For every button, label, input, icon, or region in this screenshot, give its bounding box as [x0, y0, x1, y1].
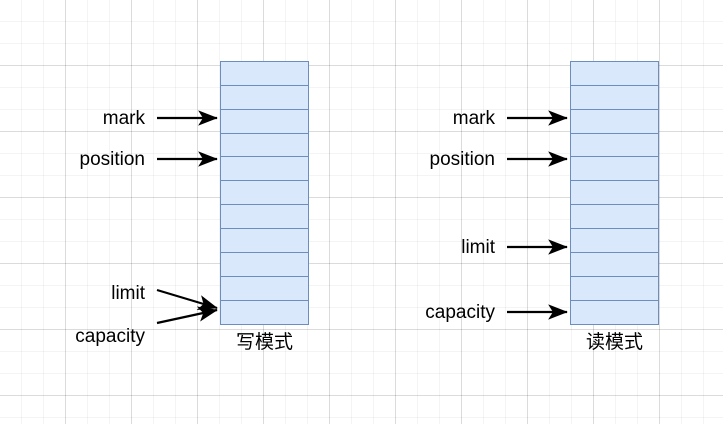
read-mode-buffer	[570, 61, 659, 326]
buffer-cell	[220, 84, 309, 111]
buffer-cell	[570, 299, 659, 326]
buffer-cell	[570, 180, 659, 206]
buffer-cell	[570, 251, 659, 278]
label-capacity-right: capacity	[425, 302, 495, 323]
read-mode-label: 读模式	[585, 331, 643, 353]
arrow-limit-left	[156, 288, 218, 310]
buffer-cell	[220, 108, 309, 135]
buffer-cell	[220, 204, 309, 230]
buffer-cell	[220, 180, 309, 206]
label-position-right: position	[429, 149, 496, 170]
buffer-cell	[570, 132, 659, 159]
label-mark-left: mark	[102, 108, 145, 129]
buffer-cell	[220, 275, 309, 302]
label-limit-left: limit	[111, 283, 145, 304]
label-limit-right: limit	[461, 237, 495, 258]
buffer-cell	[570, 108, 659, 135]
label-capacity-left: capacity	[75, 326, 145, 347]
label-position-left: position	[79, 149, 146, 170]
buffer-cell	[570, 228, 659, 254]
buffer-cell	[570, 275, 659, 302]
buffer-cell	[570, 61, 659, 87]
buffer-cell	[220, 156, 309, 182]
buffer-cell	[220, 299, 309, 326]
write-mode-label: 写模式	[235, 331, 293, 353]
write-mode-buffer	[220, 61, 309, 326]
buffer-cell	[570, 84, 659, 111]
buffer-cell	[220, 132, 309, 159]
buffer-cell	[220, 228, 309, 254]
buffer-cell	[570, 204, 659, 230]
arrow-capacity-left	[156, 306, 218, 325]
label-mark-right: mark	[452, 108, 495, 129]
buffer-cell	[570, 156, 659, 182]
buffer-cell	[220, 251, 309, 278]
buffer-cell	[220, 61, 309, 87]
